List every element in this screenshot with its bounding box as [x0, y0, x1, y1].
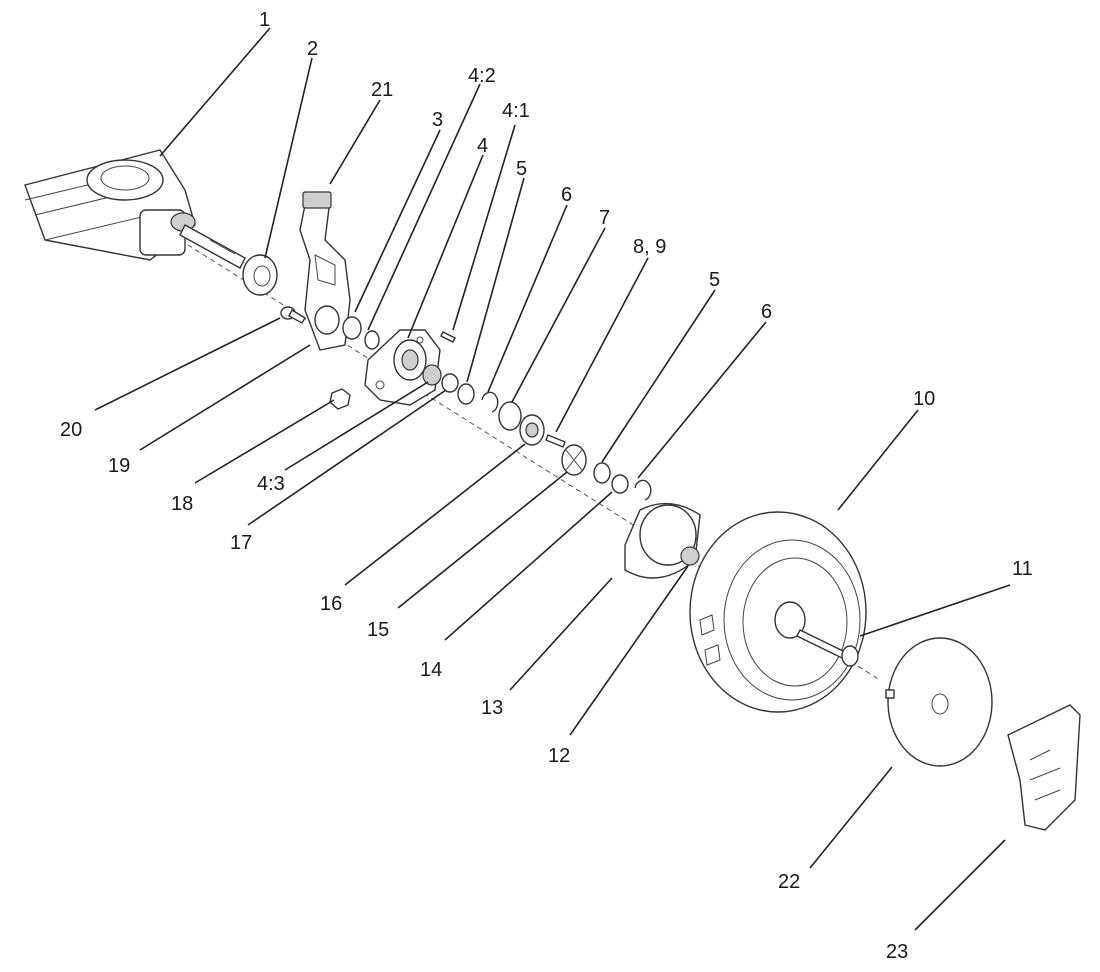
part-o-ring	[342, 316, 362, 340]
part-frame-housing	[24, 149, 196, 261]
part-height-lever-bracket	[299, 191, 351, 351]
part-axle-shaft	[179, 224, 246, 269]
callout-2: 2	[307, 38, 318, 60]
callout-22: 22	[778, 871, 800, 893]
part-pinion-16	[519, 414, 545, 446]
callout-6a: 6	[561, 184, 572, 206]
callout-11: 11	[1012, 558, 1033, 580]
part-axle-bolt	[796, 629, 859, 667]
callout-4-1: 4:1	[502, 100, 530, 122]
part-wheel-cover	[885, 637, 993, 767]
callout-4: 4	[477, 135, 488, 157]
callout-12: 12	[548, 745, 570, 767]
callout-7: 7	[599, 207, 610, 229]
callout-15: 15	[367, 619, 389, 641]
part-clip-6a	[481, 391, 499, 413]
part-washer-5a	[457, 383, 475, 405]
callout-5b: 5	[709, 269, 720, 291]
callout-13: 13	[481, 697, 503, 719]
part-washer-14	[611, 474, 629, 494]
callout-labels: 1 2 21 3 4:2 4 4:1 5 6 7 8, 9 5 6 10 11 …	[60, 9, 1033, 963]
callout-21: 21	[371, 79, 393, 101]
callout-10: 10	[913, 388, 935, 410]
part-bearing	[422, 364, 442, 386]
part-bolt	[280, 306, 306, 324]
callout-3: 3	[432, 109, 443, 131]
part-pin-key	[545, 434, 566, 448]
callout-6b: 6	[761, 301, 772, 323]
part-wheel	[689, 511, 867, 713]
part-hub-cup	[624, 502, 701, 579]
callout-14: 14	[420, 659, 442, 681]
part-washer-17	[441, 373, 459, 393]
callout-1: 1	[259, 9, 270, 31]
part-drive-gear	[561, 444, 587, 476]
callout-5a: 5	[516, 158, 527, 180]
callout-16: 16	[320, 593, 342, 615]
part-nut	[329, 388, 351, 410]
callout-20: 20	[60, 419, 82, 441]
part-washer	[242, 254, 278, 296]
callout-18: 18	[171, 493, 193, 515]
part-spacer-7	[498, 401, 522, 431]
leader-lines	[94, 27, 1011, 931]
callout-8-9: 8, 9	[633, 236, 666, 258]
part-screw	[440, 331, 456, 343]
callout-4-2: 4:2	[468, 65, 496, 87]
callout-19: 19	[108, 455, 130, 477]
part-clip-6b	[634, 479, 652, 501]
part-washer-5b	[593, 462, 611, 484]
part-decal	[1007, 704, 1081, 831]
part-bushing	[364, 330, 380, 350]
callout-17: 17	[230, 532, 252, 554]
callout-23: 23	[886, 941, 908, 963]
callout-4-3: 4:3	[257, 473, 285, 495]
